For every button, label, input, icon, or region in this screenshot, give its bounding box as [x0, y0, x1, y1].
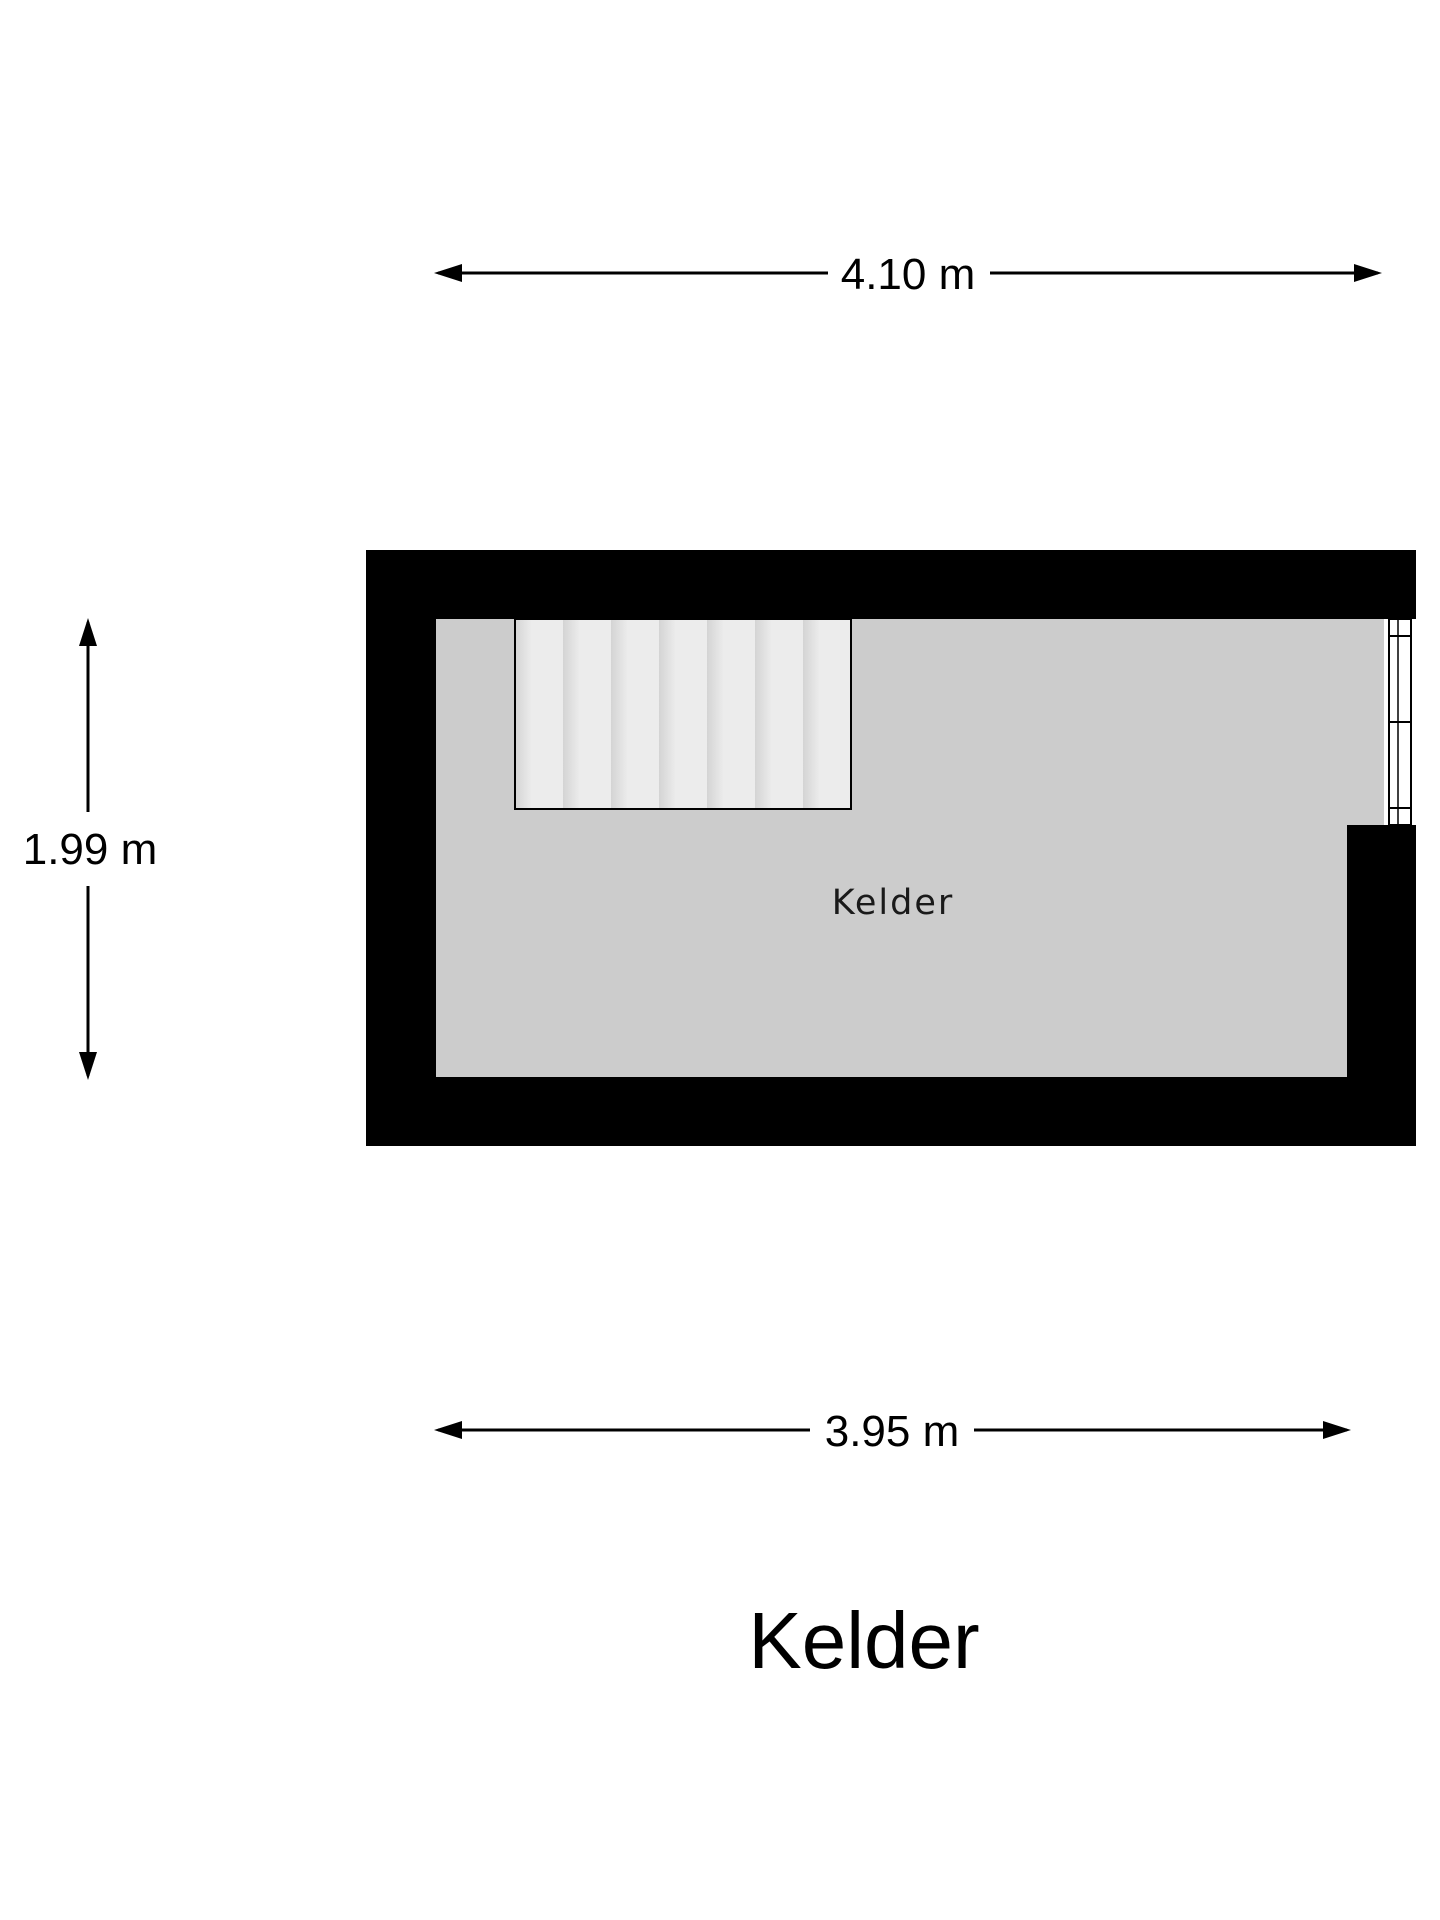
- top-dimension-arrow-right: [1354, 264, 1382, 282]
- staircase: [514, 618, 852, 810]
- stair-step: [707, 619, 755, 809]
- top-dimension: 4.10 m: [434, 250, 1382, 299]
- stair-step: [803, 619, 851, 809]
- bottom-dimension: 3.95 m: [434, 1407, 1351, 1456]
- stair-step: [515, 619, 563, 809]
- stair-step: [659, 619, 707, 809]
- window: [1384, 618, 1416, 826]
- left-dimension-arrow-top: [79, 618, 97, 646]
- staircase-outline: [514, 618, 852, 810]
- top-dimension-label: 4.10 m: [841, 250, 976, 299]
- left-dimension-label: 1.99 m: [23, 825, 158, 874]
- wall-pier: [1347, 825, 1416, 1146]
- stair-step: [563, 619, 611, 809]
- bottom-dimension-arrow-right: [1323, 1421, 1351, 1439]
- basement-room: Kelder: [366, 550, 1416, 1146]
- top-dimension-arrow-left: [434, 264, 462, 282]
- bottom-dimension-arrow-left: [434, 1421, 462, 1439]
- plan-title: Kelder: [748, 1596, 979, 1685]
- stair-step: [611, 619, 659, 809]
- bottom-dimension-label: 3.95 m: [825, 1407, 960, 1456]
- left-dimension-arrow-bottom: [79, 1052, 97, 1080]
- room-label: Kelder: [832, 883, 955, 923]
- left-dimension: 1.99 m: [23, 618, 158, 1080]
- stair-step: [755, 619, 803, 809]
